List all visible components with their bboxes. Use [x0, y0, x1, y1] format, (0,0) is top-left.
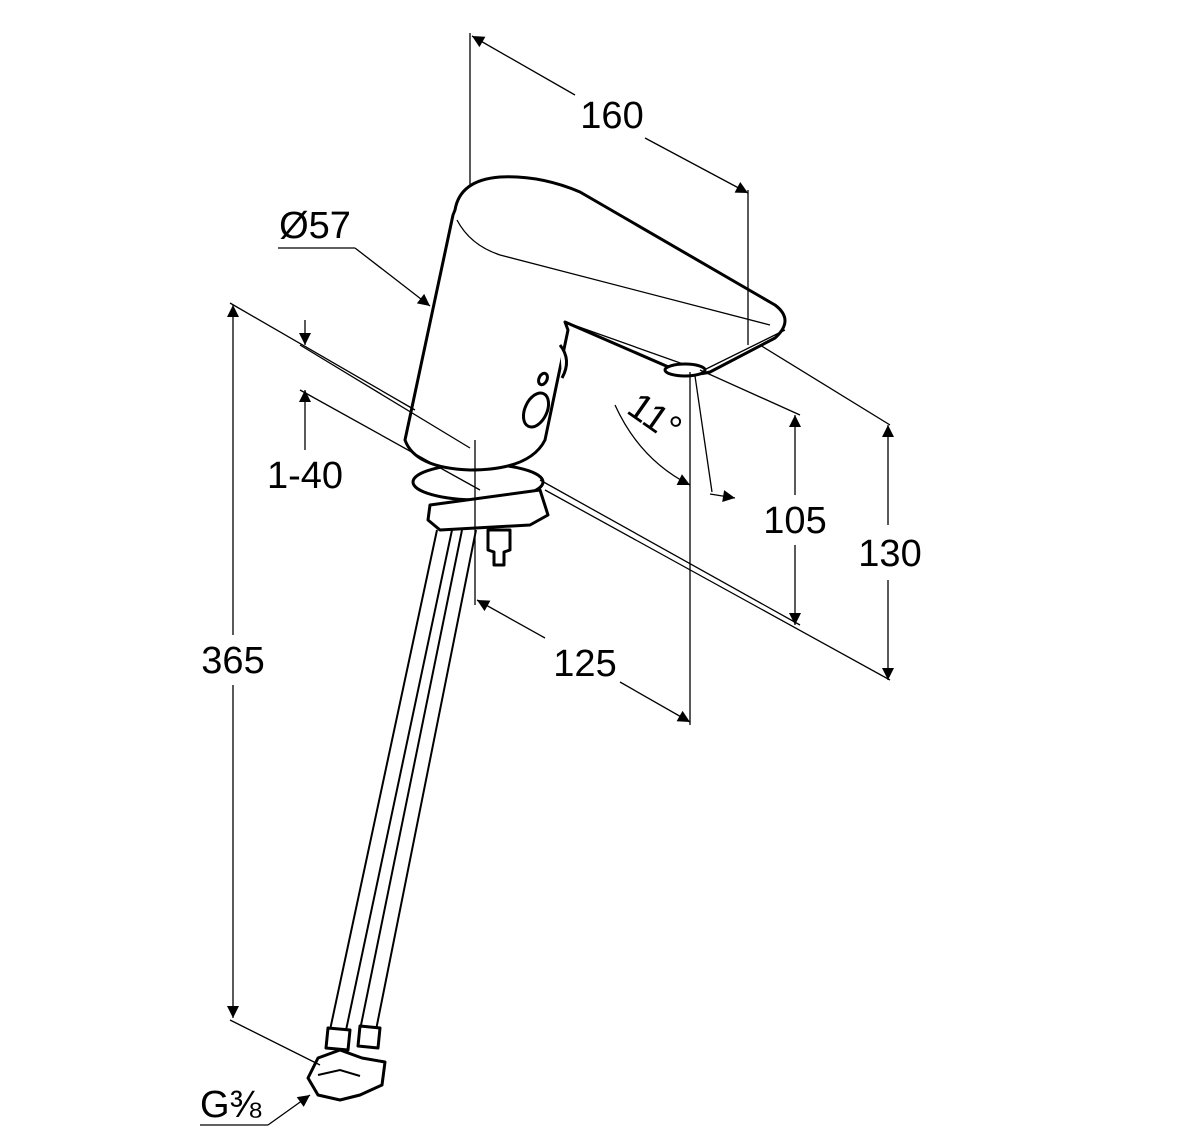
faucet-body — [403, 175, 787, 472]
dim-hose-length: 365 — [201, 640, 264, 682]
dim-spout-length: 160 — [580, 95, 643, 137]
dim-spout-angle: 11° — [620, 385, 689, 451]
dim-body-diameter: Ø57 — [279, 205, 351, 247]
dim-clamping-range: 1-40 — [267, 455, 343, 497]
dim-total-height: 130 — [858, 533, 921, 575]
dim-projection: 125 — [553, 643, 616, 685]
dim-outlet-height: 105 — [763, 500, 826, 542]
mounting-base — [411, 462, 550, 567]
dim-connection-thread: G⅜ — [200, 1084, 262, 1126]
dimension-lines — [200, 33, 894, 1126]
supply-hoses — [306, 529, 477, 1102]
